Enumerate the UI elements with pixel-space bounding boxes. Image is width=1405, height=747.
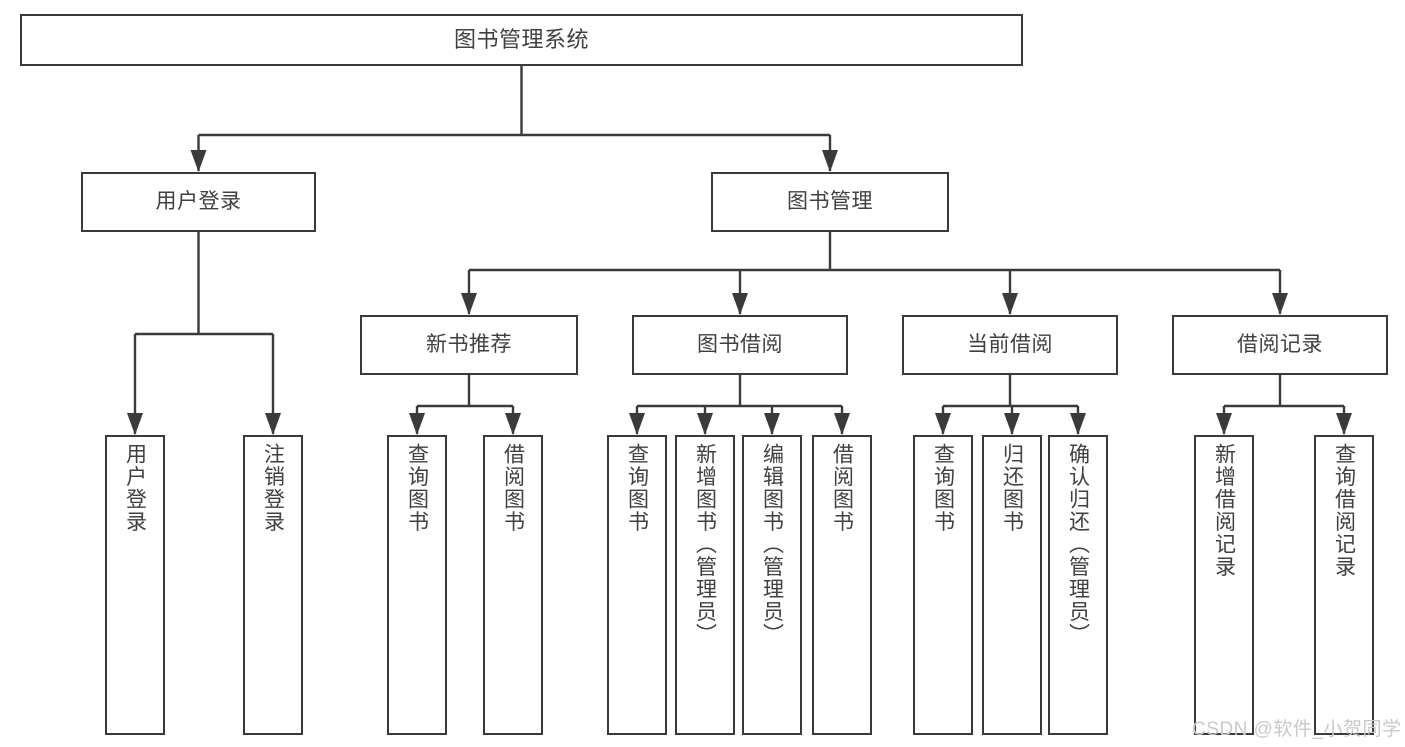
arrowhead-book-borrow bbox=[732, 293, 748, 315]
node-leaf-logout[interactable]: 注销登录 bbox=[243, 435, 303, 735]
watermark-label: CSDN @软件_小贺同学 bbox=[1192, 719, 1402, 740]
node-label: 注销登录 bbox=[261, 443, 285, 533]
node-label: 当前借阅 bbox=[967, 332, 1053, 356]
node-leaf-return-book[interactable]: 归还图书 bbox=[982, 435, 1042, 735]
arrowhead-book-manage bbox=[822, 150, 838, 172]
node-leaf-edit-book[interactable]: 编辑图书（管理员） bbox=[742, 435, 802, 735]
arrowhead-new-book-rec bbox=[461, 293, 477, 315]
node-book-borrow[interactable]: 图书借阅 bbox=[632, 315, 848, 375]
arrowhead-borrow-record bbox=[1272, 293, 1288, 315]
node-label: 查询图书 bbox=[625, 443, 649, 533]
node-label: 编辑图书（管理员） bbox=[760, 443, 784, 646]
arrowhead-leaf-borrow-book bbox=[834, 413, 850, 435]
node-leaf-add-book[interactable]: 新增图书（管理员） bbox=[675, 435, 735, 735]
node-user-login[interactable]: 用户登录 bbox=[81, 172, 316, 232]
node-label: 用户登录 bbox=[155, 189, 242, 213]
arrowhead-leaf-edit-book bbox=[764, 413, 780, 435]
node-leaf-query-book-cur[interactable]: 查询图书 bbox=[913, 435, 973, 735]
node-label: 查询图书 bbox=[405, 443, 429, 533]
node-label: 借阅图书 bbox=[830, 443, 854, 533]
arrowhead-leaf-add-record bbox=[1216, 413, 1232, 435]
arrowhead-leaf-query-record bbox=[1336, 413, 1352, 435]
node-leaf-borrow-book-rec[interactable]: 借阅图书 bbox=[483, 435, 543, 735]
arrowhead-leaf-query-book-rec bbox=[409, 413, 425, 435]
node-label: 借阅图书 bbox=[501, 443, 525, 533]
arrowhead-user-login bbox=[190, 150, 207, 172]
arrowhead-leaf-user-login bbox=[127, 413, 143, 435]
node-label: 图书管理 bbox=[787, 189, 873, 213]
node-label: 图书管理系统 bbox=[453, 27, 589, 53]
arrowhead-leaf-borrow-book-rec bbox=[505, 413, 521, 435]
node-label: 新增图书（管理员） bbox=[693, 443, 717, 646]
arrowhead-current-borrow bbox=[1002, 293, 1018, 315]
node-label: 查询借阅记录 bbox=[1332, 443, 1356, 578]
node-leaf-borrow-book[interactable]: 借阅图书 bbox=[812, 435, 872, 735]
node-label: 借阅记录 bbox=[1237, 332, 1323, 356]
node-leaf-query-book-rec[interactable]: 查询图书 bbox=[387, 435, 447, 735]
node-new-book-rec[interactable]: 新书推荐 bbox=[360, 315, 578, 375]
node-book-manage[interactable]: 图书管理 bbox=[711, 172, 949, 232]
arrowhead-leaf-return-book bbox=[1004, 413, 1020, 435]
node-leaf-query-book-borrow[interactable]: 查询图书 bbox=[607, 435, 667, 735]
node-leaf-confirm-return[interactable]: 确认归还（管理员） bbox=[1048, 435, 1108, 735]
arrowhead-leaf-add-book bbox=[697, 413, 713, 435]
arrowhead-leaf-logout bbox=[265, 413, 281, 435]
node-leaf-add-record[interactable]: 新增借阅记录 bbox=[1194, 435, 1254, 735]
arrowhead-leaf-query-book-cur bbox=[935, 413, 951, 435]
node-current-borrow[interactable]: 当前借阅 bbox=[902, 315, 1118, 375]
arrowhead-leaf-query-book-borrow bbox=[629, 413, 645, 435]
node-leaf-user-login[interactable]: 用户登录 bbox=[105, 435, 165, 735]
node-borrow-record[interactable]: 借阅记录 bbox=[1172, 315, 1388, 375]
node-label: 确认归还（管理员） bbox=[1066, 443, 1090, 646]
node-label: 归还图书 bbox=[1000, 443, 1024, 533]
node-leaf-query-record[interactable]: 查询借阅记录 bbox=[1314, 435, 1374, 735]
node-label: 新增借阅记录 bbox=[1212, 443, 1236, 578]
arrowhead-leaf-confirm-return bbox=[1070, 413, 1086, 435]
node-label: 新书推荐 bbox=[426, 332, 512, 356]
node-label: 图书借阅 bbox=[697, 332, 783, 356]
node-label: 查询图书 bbox=[931, 443, 955, 533]
node-label: 用户登录 bbox=[123, 443, 147, 533]
node-root[interactable]: 图书管理系统 bbox=[20, 14, 1023, 66]
